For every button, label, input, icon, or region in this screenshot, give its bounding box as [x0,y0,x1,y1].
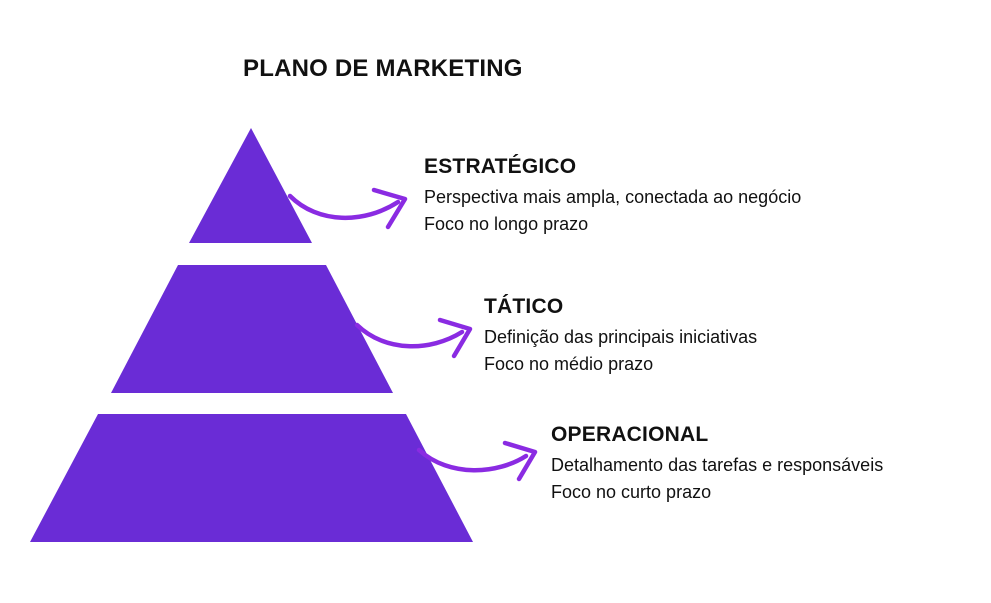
pyramid-tier-top [189,128,312,243]
level-title: ESTRATÉGICO [424,155,577,178]
pyramid-tier-middle [111,265,393,393]
level-description: Definição das principais iniciativas [484,327,758,347]
level-title: OPERACIONAL [551,423,709,446]
level-term: Foco no médio prazo [484,354,654,374]
level-title: TÁTICO [484,295,564,318]
level-tactical: TÁTICO Definição das principais iniciati… [484,294,757,378]
level-operational: OPERACIONAL Detalhamento das tarefas e r… [551,422,883,506]
arrow-icon-strategic [287,187,408,230]
level-description: Perspectiva mais ampla, conectada ao neg… [424,187,802,207]
level-strategic: ESTRATÉGICO Perspectiva mais ampla, cone… [424,154,801,238]
arrow-icon-tactical [354,317,473,359]
level-term: Foco no curto prazo [551,482,712,502]
level-description: Detalhamento das tarefas e responsáveis [551,455,884,475]
pyramid-tier-bottom [30,414,473,542]
page-title: PLANO DE MARKETING [243,55,523,82]
arrow-icon-operational [416,440,538,482]
level-term: Foco no longo prazo [424,214,589,234]
